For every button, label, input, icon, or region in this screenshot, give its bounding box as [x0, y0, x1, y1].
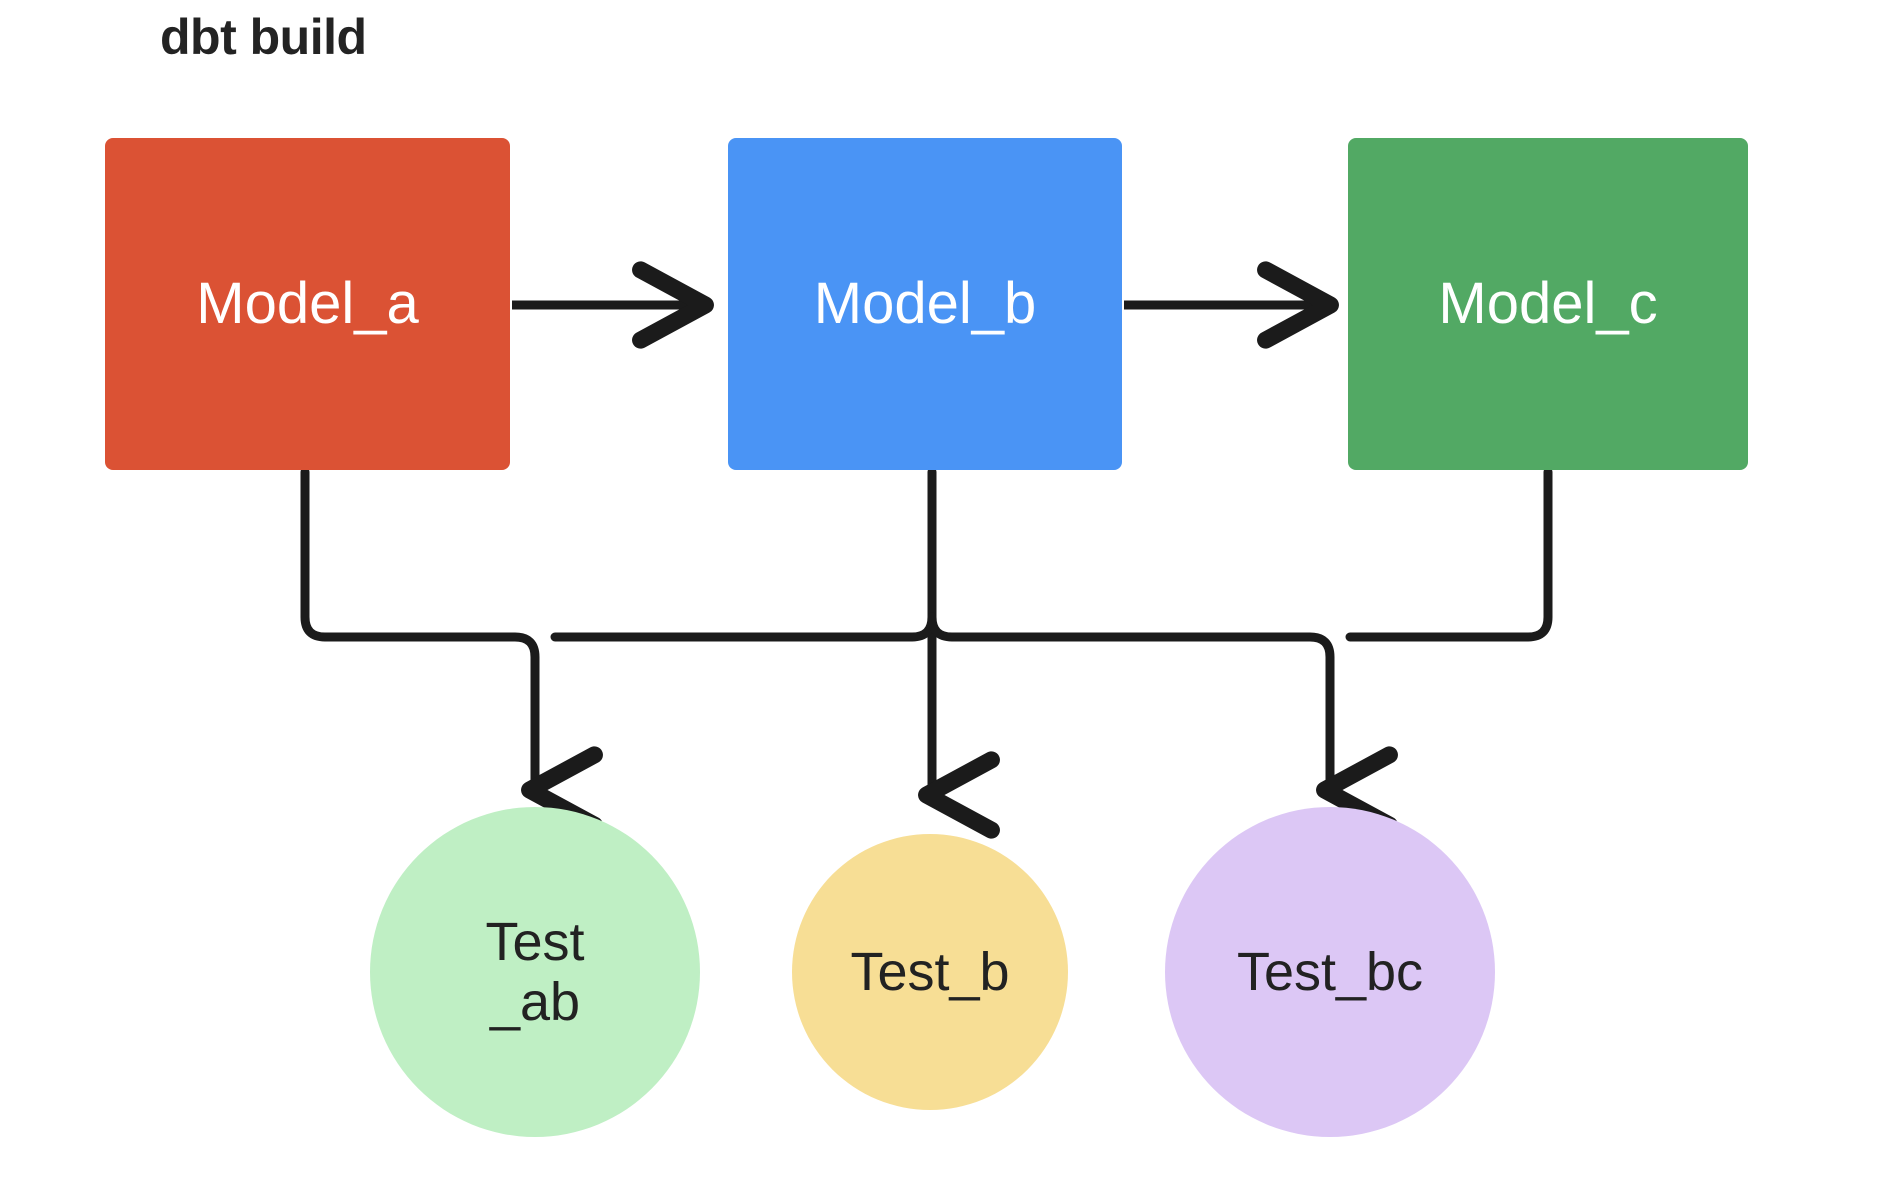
node-test-bc[interactable]: Test_bc [1165, 807, 1495, 1137]
node-model-b[interactable]: Model_b [728, 138, 1122, 470]
node-test-b[interactable]: Test_b [792, 834, 1068, 1110]
diagram-title: dbt build [160, 9, 367, 65]
edge-model-c-to-test-bc [1345, 467, 1553, 642]
edge-model-a-to-test-ab [300, 467, 603, 834]
node-test-bc-label: Test_bc [1236, 941, 1424, 1002]
node-model-b-label: Model_b [813, 270, 1037, 336]
edge-model-b-to-test-bc [927, 612, 1398, 834]
node-model-a[interactable]: Model_a [105, 138, 510, 470]
node-test-ab[interactable]: Test _ab [370, 807, 700, 1137]
edge-model-b-to-test-ab [550, 612, 937, 642]
node-model-c-label: Model_c [1438, 270, 1658, 336]
node-test-ab-label: Test _ab [485, 911, 585, 1032]
node-model-a-label: Model_a [196, 270, 419, 336]
node-test-b-label: Test_b [850, 941, 1010, 1002]
node-model-c[interactable]: Model_c [1348, 138, 1748, 470]
